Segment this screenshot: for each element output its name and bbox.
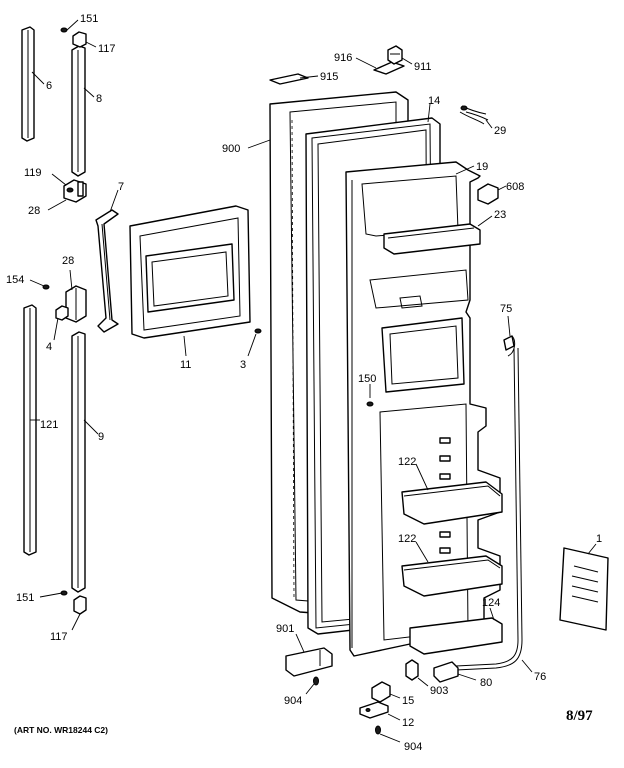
part-901-bracket xyxy=(285,647,333,677)
callout-122-a: 122 xyxy=(398,456,416,468)
part-150-screw xyxy=(366,401,374,407)
callout-4: 4 xyxy=(46,341,52,353)
callout-23: 23 xyxy=(494,209,506,221)
part-117-cap-bottom xyxy=(73,595,87,615)
callout-900: 900 xyxy=(222,143,240,155)
callout-14: 14 xyxy=(428,95,440,107)
part-12-hinge-plate xyxy=(359,701,389,719)
callout-904-b: 904 xyxy=(404,741,422,753)
part-119-hinge-bracket xyxy=(63,179,87,203)
part-4-clip xyxy=(55,305,69,321)
callout-75: 75 xyxy=(500,303,512,315)
part-80-tube-fitting xyxy=(433,661,459,683)
date-code: 8/97 xyxy=(566,708,593,724)
part-916-strip xyxy=(373,61,405,75)
callout-76: 76 xyxy=(534,671,546,683)
part-121-trim-strip xyxy=(23,304,37,556)
callout-8: 8 xyxy=(96,93,102,105)
part-608-fitting xyxy=(477,183,499,205)
callout-12: 12 xyxy=(402,717,414,729)
callout-117-top: 117 xyxy=(98,43,116,55)
callout-29: 29 xyxy=(494,125,506,137)
callout-121: 121 xyxy=(40,419,58,431)
callout-numbers: 151 117 6 8 119 28 7 154 28 4 11 3 121 9… xyxy=(6,13,602,753)
part-903-fitting xyxy=(405,659,419,681)
part-1-owners-manual xyxy=(559,547,609,631)
callout-150: 150 xyxy=(358,373,376,385)
part-28-hinge-bracket-lower xyxy=(65,285,87,323)
callout-15: 15 xyxy=(402,695,414,707)
part-15-hinge-cover xyxy=(371,681,391,703)
callout-904-a: 904 xyxy=(284,695,302,707)
part-9-rail xyxy=(71,331,86,593)
part-122-door-bin-lower xyxy=(401,555,503,597)
callout-916: 916 xyxy=(334,52,352,64)
callout-9: 9 xyxy=(98,431,104,443)
part-75-76-water-tube xyxy=(455,335,523,671)
callout-7: 7 xyxy=(118,181,124,193)
callout-28-b: 28 xyxy=(62,255,74,267)
part-6-trim-strip xyxy=(21,26,35,142)
callout-119: 119 xyxy=(24,167,42,179)
callout-915: 915 xyxy=(320,71,338,83)
callout-911: 911 xyxy=(414,61,432,73)
part-117-cap-top xyxy=(72,31,87,48)
callout-3: 3 xyxy=(240,359,246,371)
callout-11: 11 xyxy=(180,359,191,371)
part-29-wire-harness xyxy=(459,105,489,125)
part-3-screw xyxy=(254,328,262,334)
part-23-shelf xyxy=(383,223,481,255)
art-number-note: (ART NO. WR18244 C2) xyxy=(14,725,108,735)
callout-901: 901 xyxy=(276,623,294,635)
callout-6: 6 xyxy=(46,80,52,92)
callout-80: 80 xyxy=(480,677,492,689)
callout-903: 903 xyxy=(430,685,448,697)
callout-1: 1 xyxy=(596,533,602,545)
callout-117-bottom: 117 xyxy=(50,631,68,643)
callout-28-a: 28 xyxy=(28,205,40,217)
part-154-screw xyxy=(42,284,50,290)
part-124-bottom-bin xyxy=(409,617,503,655)
part-19-inner-liner xyxy=(345,161,501,657)
callout-19: 19 xyxy=(476,161,488,173)
callout-124: 124 xyxy=(482,597,500,609)
part-11-dispenser-frame xyxy=(129,205,251,339)
part-7-door-handle xyxy=(95,209,119,333)
callout-122-b: 122 xyxy=(398,533,416,545)
part-915-strip xyxy=(269,73,309,85)
callout-151-bottom: 151 xyxy=(16,592,34,604)
callout-151-top: 151 xyxy=(80,13,98,25)
part-904-screw-lower xyxy=(375,725,381,735)
part-8-rail xyxy=(71,45,86,177)
part-904-screw-upper xyxy=(313,676,319,686)
part-911-fitting xyxy=(387,45,403,65)
part-151-screw-top xyxy=(60,27,68,33)
leader-lines xyxy=(29,19,597,743)
part-122-door-bin-upper xyxy=(401,481,503,525)
liner-bin-clips xyxy=(439,437,451,554)
callout-608: 608 xyxy=(506,181,524,193)
callout-154: 154 xyxy=(6,274,24,286)
